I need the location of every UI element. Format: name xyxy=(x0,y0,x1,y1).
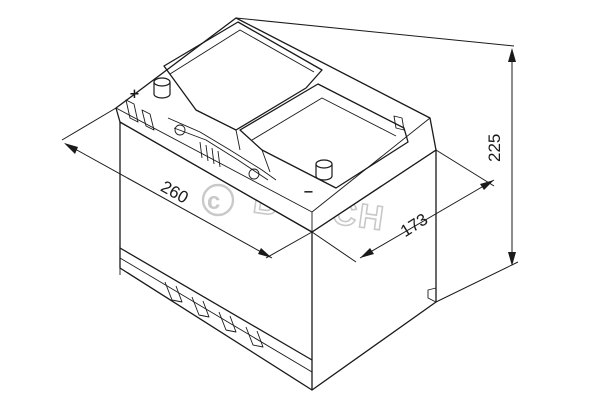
right-lug xyxy=(393,115,405,131)
length-extension-left xyxy=(61,107,117,141)
battery-lid xyxy=(115,17,437,233)
left-lug xyxy=(125,99,139,123)
left-panel-notch xyxy=(195,109,241,151)
lid-fitting-left xyxy=(174,124,186,136)
rail-slot-1 xyxy=(164,281,183,303)
width-extension-back xyxy=(435,149,495,187)
negative-terminal-top xyxy=(315,159,333,169)
length-extension-right xyxy=(265,231,313,259)
copyright-circle-icon xyxy=(201,183,235,217)
width-dimension-line xyxy=(359,179,495,259)
height-dimension: 225 xyxy=(235,17,519,303)
right-panel-inner xyxy=(251,97,397,141)
height-extension-bottom xyxy=(435,261,519,303)
width-arrow-front xyxy=(360,248,374,258)
left-panel-inner xyxy=(169,29,315,75)
width-extension-front xyxy=(311,231,357,263)
handle-ribs xyxy=(199,141,221,168)
height-dimension-label: 225 xyxy=(485,134,504,162)
handle-edge-inner xyxy=(173,127,269,181)
lid-fitting-right xyxy=(248,168,260,180)
right-panel-notch xyxy=(261,149,271,173)
width-arrow-back xyxy=(480,180,494,190)
length-arrow-left xyxy=(64,143,78,154)
width-dimension-label: 173 xyxy=(397,210,431,241)
height-extension-top xyxy=(235,17,515,47)
right-corner-foot xyxy=(427,287,437,303)
rail-slot-4 xyxy=(245,326,264,348)
positive-symbol: + xyxy=(129,87,140,102)
length-dimension-line xyxy=(65,143,273,259)
base-rail-top xyxy=(119,247,313,361)
rail-slot-3 xyxy=(218,311,237,333)
negative-terminal: − xyxy=(303,159,333,200)
rail-slot-2 xyxy=(191,296,210,318)
left-lug-2 xyxy=(141,109,155,131)
negative-symbol: − xyxy=(303,185,314,200)
base-rail-bottom xyxy=(119,257,313,373)
copyright-glyph: c xyxy=(207,188,220,215)
positive-terminal: + xyxy=(129,77,171,102)
height-arrow-bottom xyxy=(508,252,516,266)
positive-terminal-top xyxy=(153,77,171,87)
length-arrow-right xyxy=(258,248,272,258)
handle-edge xyxy=(167,117,277,181)
length-dimension-label: 260 xyxy=(158,177,192,207)
height-arrow-top xyxy=(508,48,516,62)
